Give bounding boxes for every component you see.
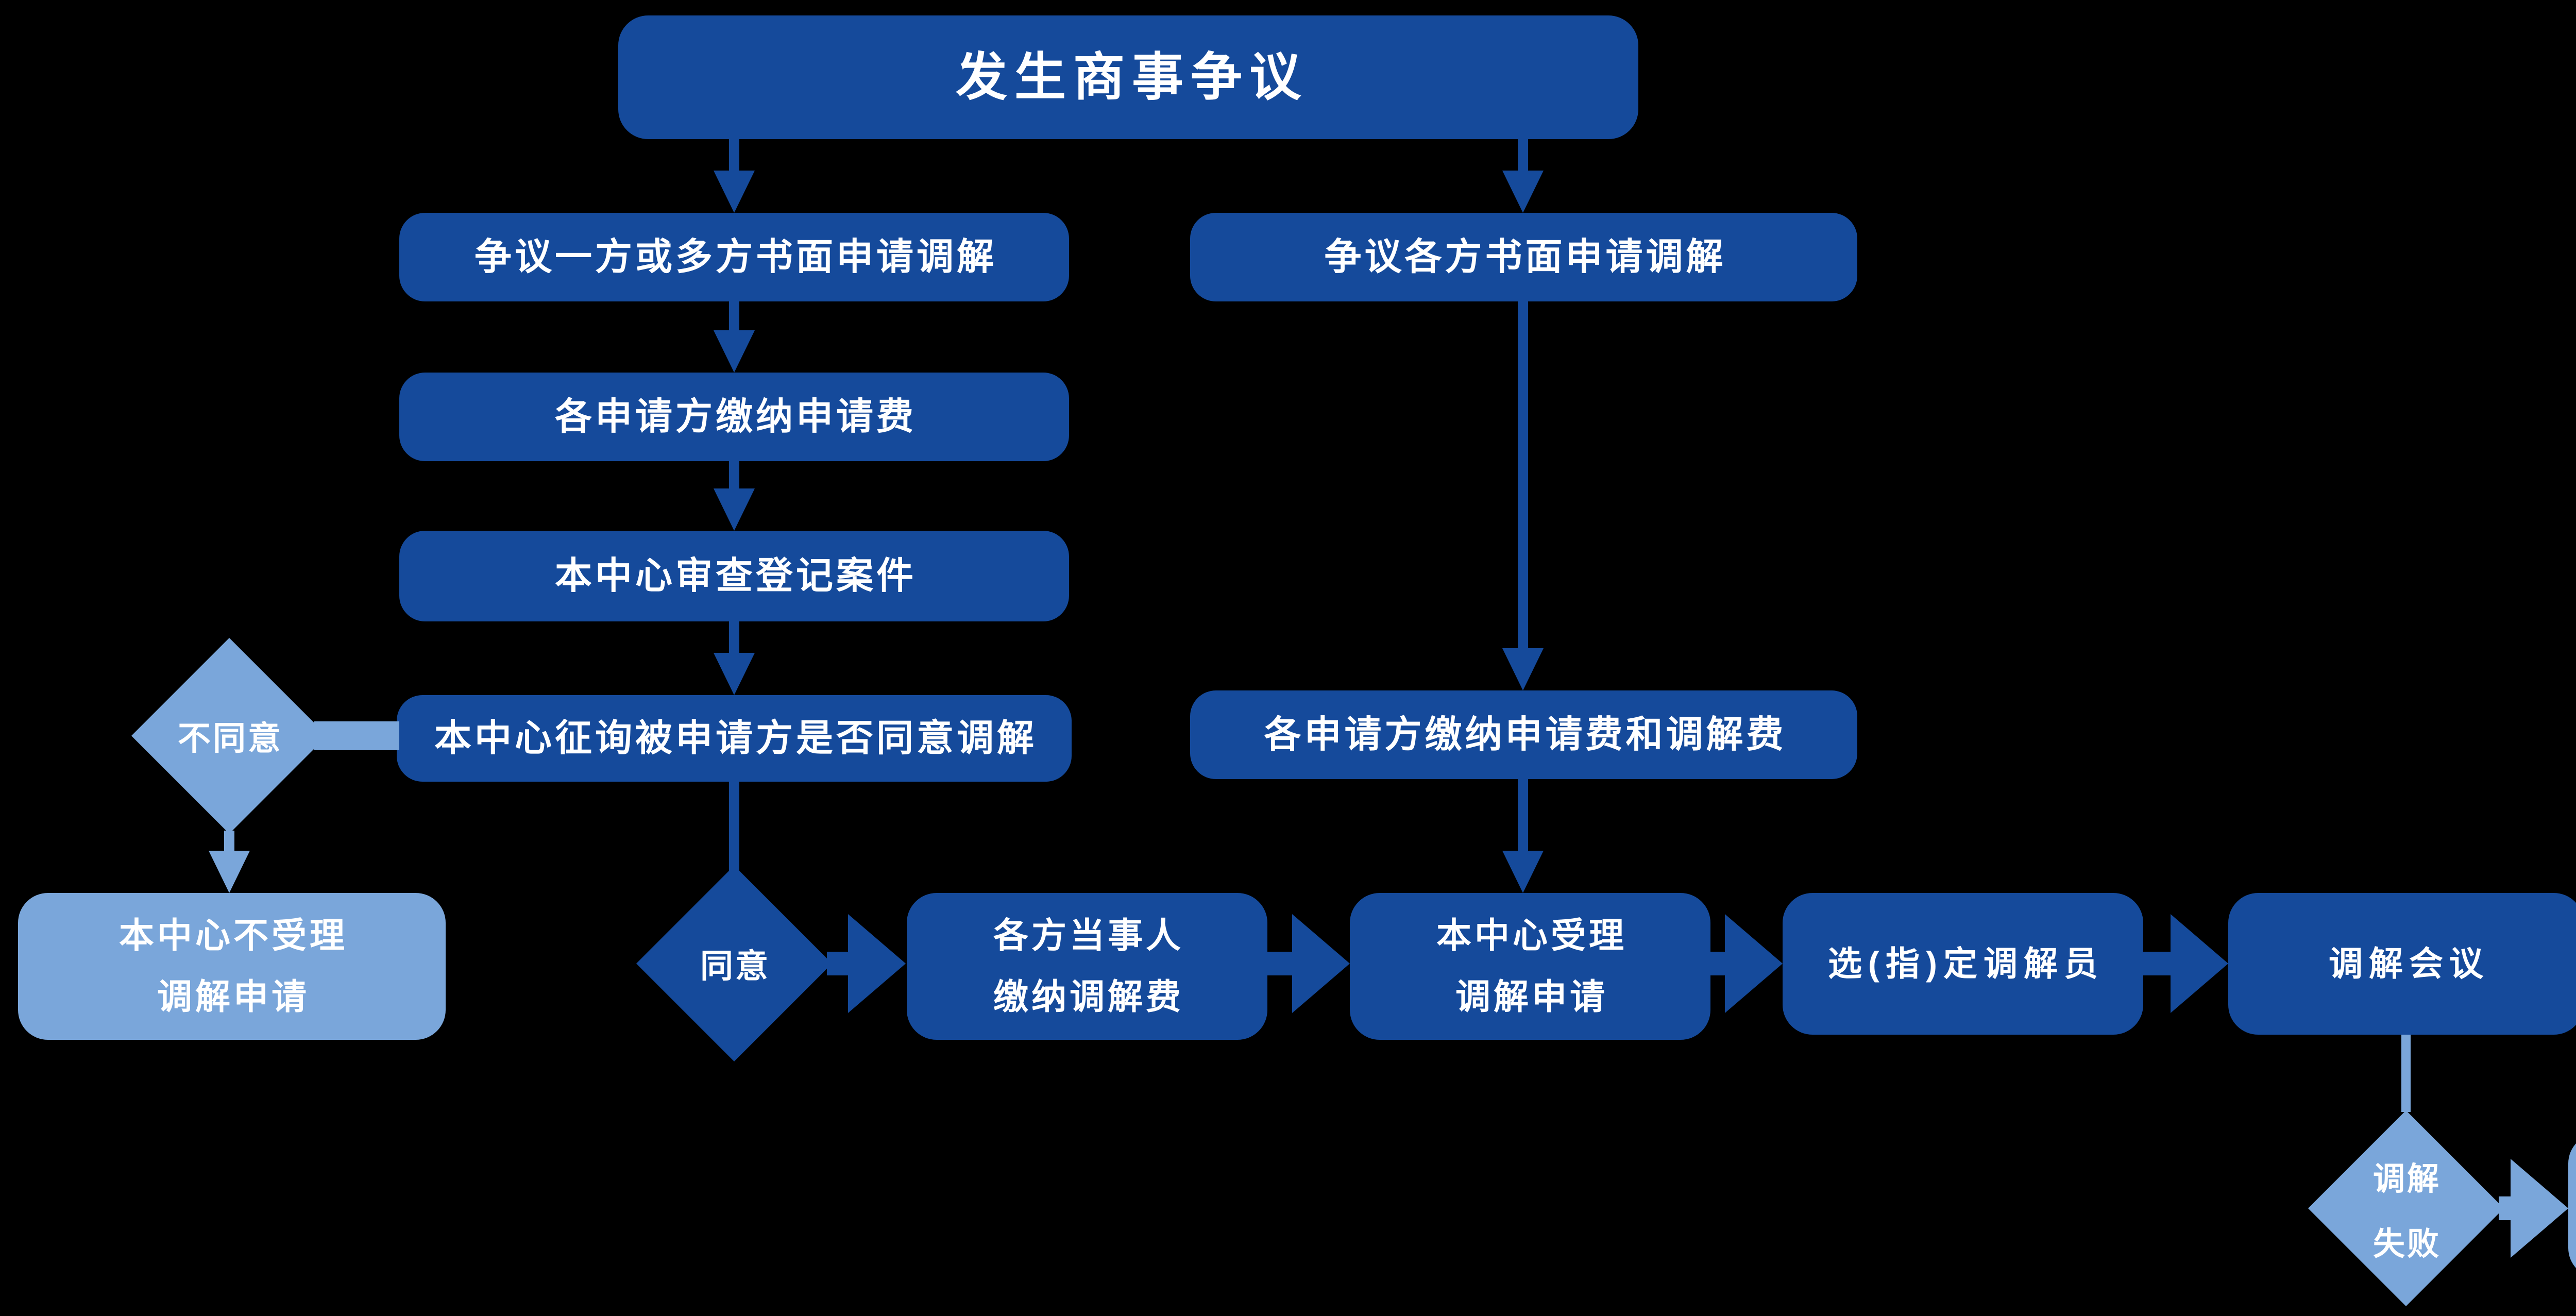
node-select-mediator: 选(指)定调解员 (1783, 893, 2143, 1035)
node-accept-application-line2: 调解申请 (1455, 977, 1608, 1017)
node-parties-pay-mediation-fee-line2: 缴纳调解费 (993, 977, 1184, 1017)
arrow-payboth-to-accept-head (1502, 851, 1544, 893)
arrow-fail-to-litigation-head (2511, 1159, 2568, 1258)
arrow-apply-one-to-payfee-head (714, 330, 755, 373)
node-apply-one-party-label: 争议一方或多方书面申请调解 (474, 236, 997, 278)
node-pay-app-and-mediation-fee-label: 各申请方缴纳申请费和调解费 (1264, 714, 1787, 755)
arrow-disagree-to-notaccept-head (209, 851, 250, 893)
node-consult-respondent-label: 本中心征询被申请方是否同意调解 (434, 717, 1037, 759)
node-mediation-meeting-label: 调解会议 (2329, 944, 2489, 983)
node-pay-application-fee-label: 各申请方缴纳申请费 (554, 396, 917, 437)
node-accept-application: 本中心受理 调解申请 (1350, 893, 1710, 1040)
diamond-disagree: 不同意 (131, 638, 327, 834)
arrow-disagree-to-notaccept-stem (224, 831, 234, 852)
node-pay-application-fee: 各申请方缴纳申请费 (399, 373, 1069, 461)
arrow-dispute-to-apply-all-stem (1518, 138, 1528, 173)
diamond-disagree-label: 不同意 (178, 720, 283, 757)
node-dispute: 发生商事争议 (618, 15, 1638, 139)
arrow-apply-all-to-payboth-stem (1518, 301, 1528, 649)
line-consult-to-agree (729, 782, 739, 872)
node-litigation-arbitration: 诉讼/仲裁 (2568, 1134, 2576, 1278)
arrow-paymediation-to-accept-stem (1265, 952, 1296, 975)
node-apply-one-party: 争议一方或多方书面申请调解 (399, 213, 1069, 301)
diamond-agree-label: 同意 (700, 948, 770, 985)
connector-consult-to-disagree (314, 721, 399, 750)
diamond-mediation-fail-line2: 失败 (2372, 1226, 2441, 1262)
node-consult-respondent: 本中心征询被申请方是否同意调解 (397, 695, 1072, 782)
diamond-agree: 同意 (636, 866, 832, 1061)
node-select-mediator-label: 选(指)定调解员 (1828, 944, 2104, 983)
node-apply-all-parties-label: 争议各方书面申请调解 (1324, 236, 1726, 278)
node-apply-all-parties: 争议各方书面申请调解 (1190, 213, 1857, 301)
diamond-mediation-fail: 调解 失败 (2308, 1110, 2504, 1306)
arrow-dispute-to-apply-all-head (1502, 171, 1544, 213)
node-pay-app-and-mediation-fee: 各申请方缴纳申请费和调解费 (1190, 690, 1857, 779)
node-accept-application-line1: 本中心受理 (1436, 916, 1627, 956)
node-review-register: 本中心审查登记案件 (399, 531, 1069, 621)
diamond-mediation-fail-line1: 调解 (2372, 1161, 2441, 1197)
node-not-accept: 本中心不受理 调解申请 (18, 893, 446, 1040)
node-not-accept-line2: 调解申请 (157, 977, 310, 1017)
node-not-accept-line1: 本中心不受理 (118, 916, 348, 956)
arrow-paymediation-to-accept-head (1292, 914, 1350, 1013)
arrow-dispute-to-apply-one-head (714, 171, 755, 213)
arrow-review-to-consult-head (714, 653, 755, 695)
arrow-apply-one-to-payfee-stem (729, 301, 739, 332)
line-meeting-to-fail (2401, 1035, 2411, 1112)
arrow-dispute-to-apply-one-stem (729, 138, 739, 173)
arrow-accept-to-select-head (1725, 914, 1783, 1013)
arrow-review-to-consult-stem (729, 621, 739, 654)
arrow-payfee-to-review-stem (729, 461, 739, 490)
node-review-register-label: 本中心审查登记案件 (554, 555, 917, 597)
node-dispute-label: 发生商事争议 (956, 48, 1308, 106)
arrow-select-to-meeting-head (2171, 914, 2228, 1013)
arrow-payboth-to-accept-stem (1518, 779, 1528, 853)
arrow-agree-to-paymediation-head (848, 914, 906, 1013)
node-parties-pay-mediation-fee-line1: 各方当事人 (993, 916, 1184, 956)
arrow-payfee-to-review-head (714, 488, 755, 531)
node-mediation-meeting: 调解会议 (2228, 893, 2576, 1035)
arrow-select-to-meeting-stem (2141, 952, 2173, 975)
node-parties-pay-mediation-fee: 各方当事人 缴纳调解费 (907, 893, 1267, 1040)
arrow-apply-all-to-payboth-head (1502, 648, 1544, 690)
